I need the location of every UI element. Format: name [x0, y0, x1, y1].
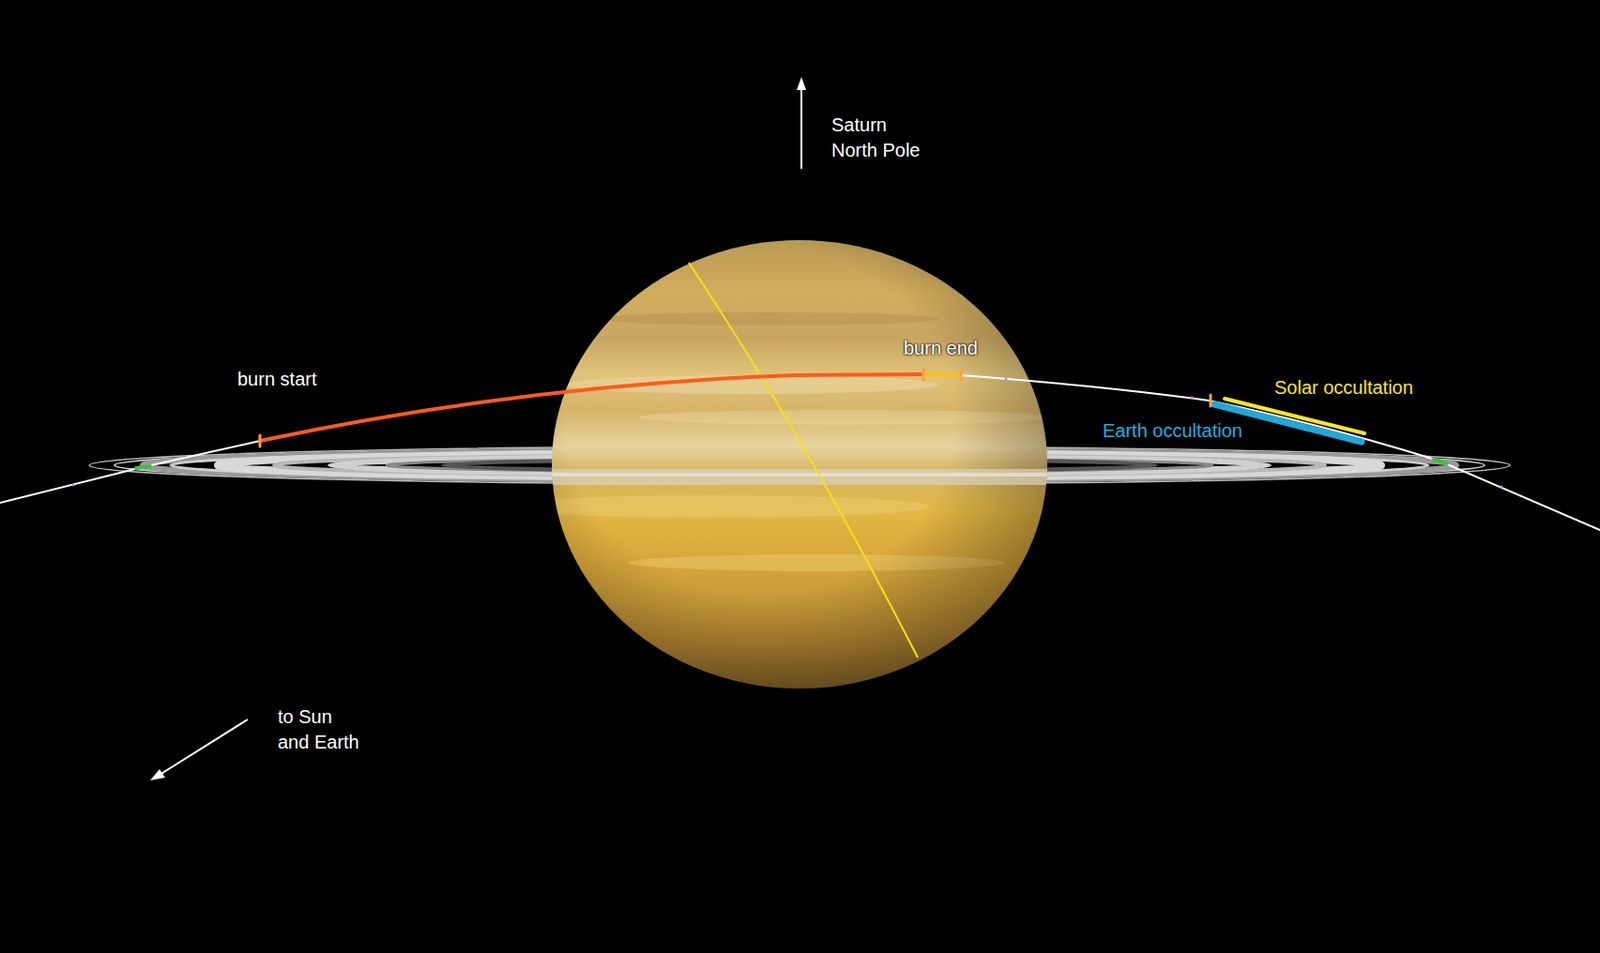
occultation-label: Solar occultation	[1274, 375, 1414, 401]
event-label: burn end	[903, 335, 978, 362]
axis-label: Saturn North Pole	[831, 112, 926, 164]
direction-arrows	[150, 76, 807, 781]
event-label: burn start	[237, 366, 317, 393]
occultation-label: Earth occultation	[1102, 418, 1243, 444]
spacecraft-trajectory	[0, 368, 1600, 531]
direction-label: to Sun and Earth	[277, 704, 365, 756]
saturn-planet	[497, 240, 1052, 689]
